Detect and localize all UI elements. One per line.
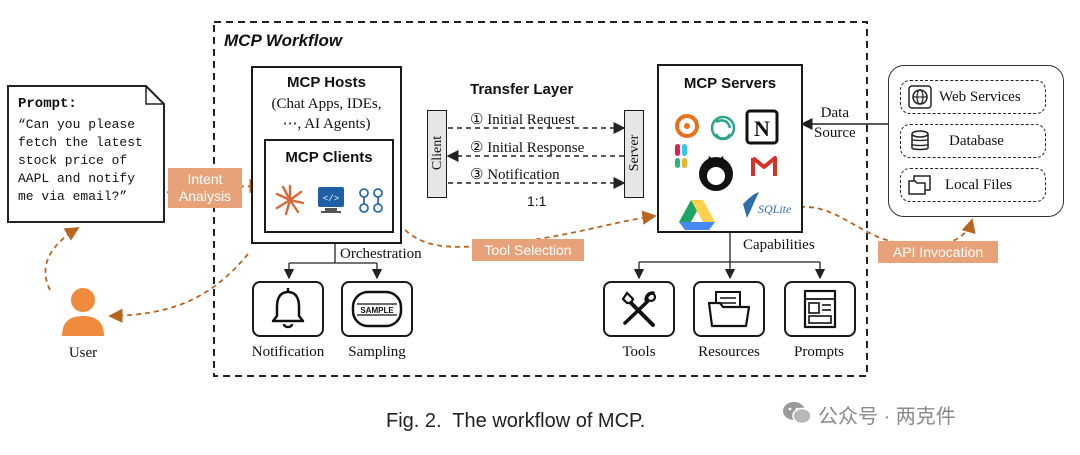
- mcp-clients-box: MCP Clients </>: [264, 139, 394, 233]
- note-shape: [7, 85, 165, 223]
- gmail-icon: [751, 156, 777, 176]
- prompt-line: stock price of: [18, 153, 128, 168]
- message-initial-response: ② Initial Response: [470, 140, 585, 156]
- ide-code-icon: </>: [318, 187, 344, 213]
- figure-caption: Fig. 2. The workflow of MCP.: [386, 410, 646, 432]
- prompt-note: Prompt: “Can you please fetch the latest…: [6, 84, 166, 224]
- capabilities-label: Capabilities: [743, 237, 815, 253]
- api-invocation-tag: API Invocation: [878, 241, 998, 263]
- google-drive-icon: [679, 200, 715, 230]
- mcp-servers-box: MCP Servers N: [657, 64, 803, 233]
- resources-box: [693, 281, 765, 337]
- svg-text:N: N: [754, 116, 770, 141]
- sampling-box: SAMPLE: [341, 281, 413, 337]
- data-source-line: Source: [814, 125, 856, 141]
- clients-title: MCP Clients: [285, 149, 373, 166]
- notion-icon: N: [745, 109, 779, 145]
- web-services-label: Web Services: [939, 88, 1021, 105]
- intent-line: Analysis: [178, 188, 232, 204]
- watermark-text: 公众号 · 两克件: [818, 406, 956, 428]
- prompt-line: “Can you please: [18, 117, 136, 132]
- servers-title: MCP Servers: [683, 75, 777, 92]
- notification-box: [252, 281, 324, 337]
- transfer-layer-title: Transfer Layer: [470, 81, 574, 98]
- resources-label: Resources: [698, 344, 760, 360]
- tools-icon: [621, 291, 657, 327]
- slack-icon: [675, 144, 687, 168]
- data-source-line: Data: [820, 105, 849, 121]
- message-initial-request: ① Initial Request: [470, 112, 576, 128]
- sample-stamp-text: SAMPLE: [360, 306, 394, 315]
- server-bar-label: Server: [627, 134, 642, 172]
- prompt-template-icon: [803, 289, 837, 329]
- prompts-label: Prompts: [793, 344, 844, 360]
- openai-icon: [710, 115, 736, 141]
- prompt-line: AAPL and notify: [18, 171, 136, 186]
- tools-box: [603, 281, 675, 337]
- workflow-title: MCP Workflow: [224, 31, 343, 50]
- prompt-text: “Can you please fetch the latest stock p…: [18, 116, 143, 206]
- sqlite-label: SQLite: [758, 202, 792, 216]
- prompts-box: [784, 281, 856, 337]
- intent-analysis-tag: Intent Analysis: [168, 168, 242, 208]
- prompt-line: fetch the latest: [18, 135, 143, 150]
- database-label: Database: [949, 132, 1004, 149]
- server-logos: N: [675, 109, 779, 230]
- database-item: Database: [900, 124, 1046, 158]
- wechat-icon: [783, 402, 812, 425]
- server-bar: Server: [624, 110, 644, 198]
- tool-selection-tag: Tool Selection: [472, 239, 584, 261]
- globe-icon: [905, 85, 935, 109]
- web-services-item: Web Services: [900, 80, 1046, 114]
- files-icon: [905, 173, 935, 197]
- claude-starburst-icon: [275, 184, 305, 216]
- hosts-title: MCP Hosts: [287, 74, 366, 91]
- prompt-line: me via email?”: [18, 189, 128, 204]
- client-bar: Client: [427, 110, 447, 198]
- agent-nodes-icon: [359, 188, 383, 213]
- folder-icon: [707, 291, 751, 328]
- client-bar-label: Client: [430, 135, 445, 171]
- orchestration-label: Orchestration: [340, 246, 422, 262]
- local-files-item: Local Files: [900, 168, 1046, 202]
- data-source-label: Data Source: [814, 103, 856, 143]
- tools-label: Tools: [622, 344, 656, 360]
- client-app-icons: </>: [275, 184, 383, 216]
- bell-icon: [271, 288, 305, 329]
- message-notification: ③ Notification: [470, 167, 560, 183]
- sampling-label: Sampling: [348, 344, 406, 360]
- github-icon: [699, 156, 733, 191]
- local-files-label: Local Files: [945, 176, 1013, 193]
- sqlite-icon: [743, 192, 759, 218]
- notification-label: Notification: [251, 344, 325, 360]
- hosts-subtitle: (Chat Apps, IDEs, ⋯, AI Agents): [271, 96, 382, 132]
- grafana-icon: [675, 114, 699, 138]
- user-icon: [62, 288, 104, 336]
- data-source-panel: [888, 65, 1064, 217]
- prompt-heading: Prompt:: [18, 96, 77, 112]
- intent-line: Intent: [187, 171, 223, 187]
- database-icon: [905, 129, 935, 153]
- svg-text:</>: </>: [323, 194, 339, 204]
- sample-stamp-icon: SAMPLE: [351, 290, 403, 328]
- ratio-label: 1:1: [527, 193, 547, 209]
- user-label: User: [68, 345, 98, 361]
